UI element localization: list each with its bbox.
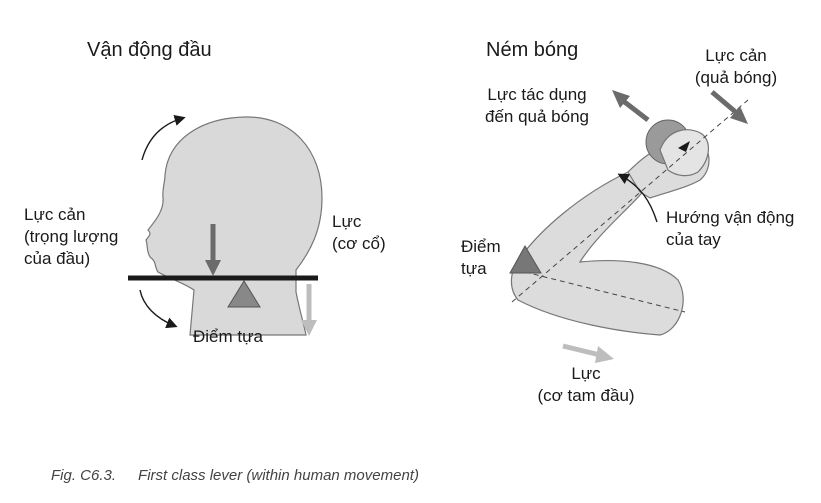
arm-motion-arrow [617,173,658,223]
arm-horizontal-axis [524,271,686,313]
throwing-title: Ném bóng [486,39,579,61]
hand-direction-arrow [678,141,690,152]
figure-number: Fig. C6.3. [51,467,117,484]
triceps-force-arrow [562,343,601,358]
ball-resistance-arrow [710,90,740,116]
head-movement-title: Vận động đầu [87,39,212,61]
arm-figure [510,119,710,336]
arm-lever-axis [511,99,749,303]
force-on-ball-arrow [620,98,650,122]
figure-caption-text: First class lever (within human movement… [138,467,419,484]
head-fulcrum-triangle [227,280,261,308]
figure-caption: Fig. C6.3. First class lever (within huma… [51,467,419,484]
elbow-fulcrum-triangle [509,244,542,274]
head-rotation-arrow-bottom [139,289,178,329]
head-rotation-arrow-top [141,114,186,161]
head-fulcrum-label: Điểm tựa [193,327,263,346]
